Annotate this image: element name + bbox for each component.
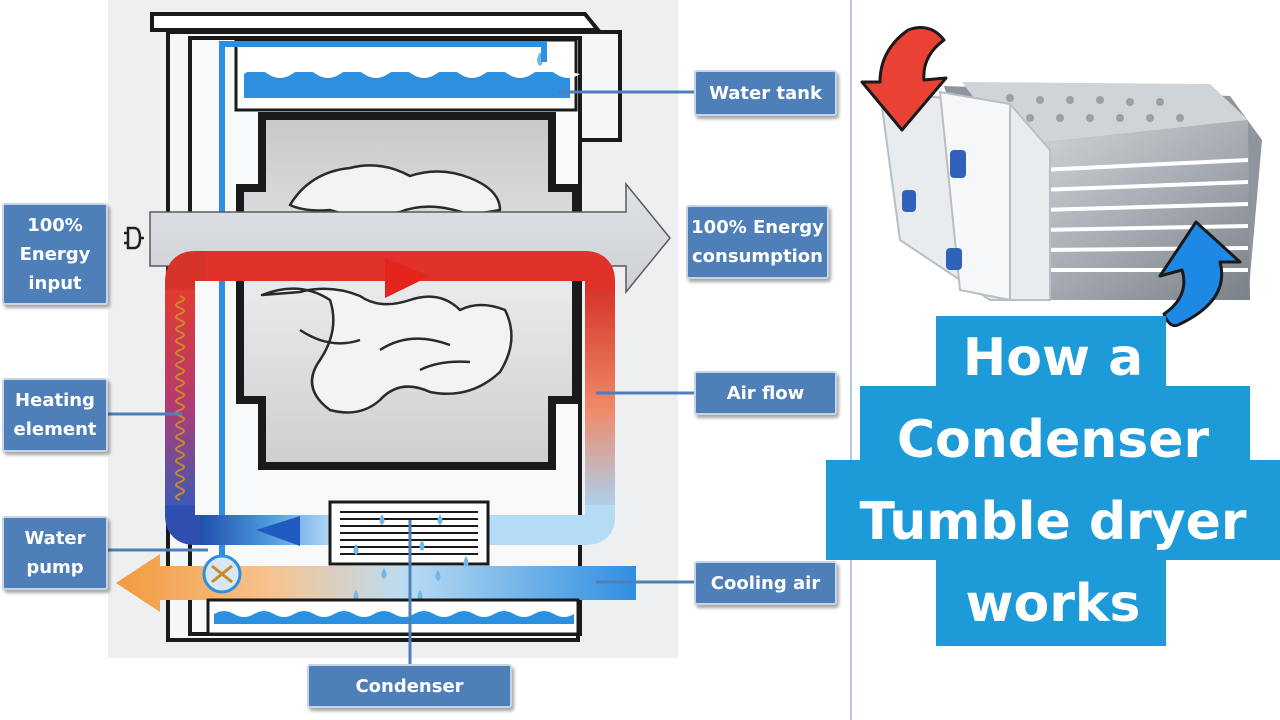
blue-curved-arrow <box>1158 220 1242 328</box>
return-arrowhead <box>256 510 300 546</box>
label-condenser: Condenser <box>307 664 512 708</box>
water-tray <box>206 598 580 636</box>
title-how-condenser-tumble-dryer-works: How a Condenser Tumble dryer works <box>859 328 1247 634</box>
label-heating-element: Heating element <box>2 378 108 452</box>
title-callout-shape <box>826 316 1280 646</box>
power-plug-icon <box>124 226 144 250</box>
label-water-pump: Water pump <box>2 516 108 590</box>
leader-lines <box>108 90 694 664</box>
cooling-air-arrow <box>116 554 636 612</box>
water-pump <box>202 554 242 594</box>
water-drops <box>353 514 469 611</box>
heating-coil <box>175 295 185 501</box>
label-air-flow: Air flow <box>694 371 837 415</box>
label-energy-consumption: 100% Energy consumption <box>686 205 829 279</box>
label-energy-input: 100% Energy input <box>2 203 108 305</box>
water-pipe <box>219 41 547 630</box>
label-cooling-air: Cooling air <box>694 561 837 605</box>
laundry-clothes <box>260 164 513 414</box>
label-water-tank: Water tank <box>694 70 837 116</box>
air-flow-loop <box>165 248 615 546</box>
air-flow-arrowhead <box>385 248 430 298</box>
water-tank <box>234 38 580 112</box>
red-curved-arrow <box>860 26 948 132</box>
